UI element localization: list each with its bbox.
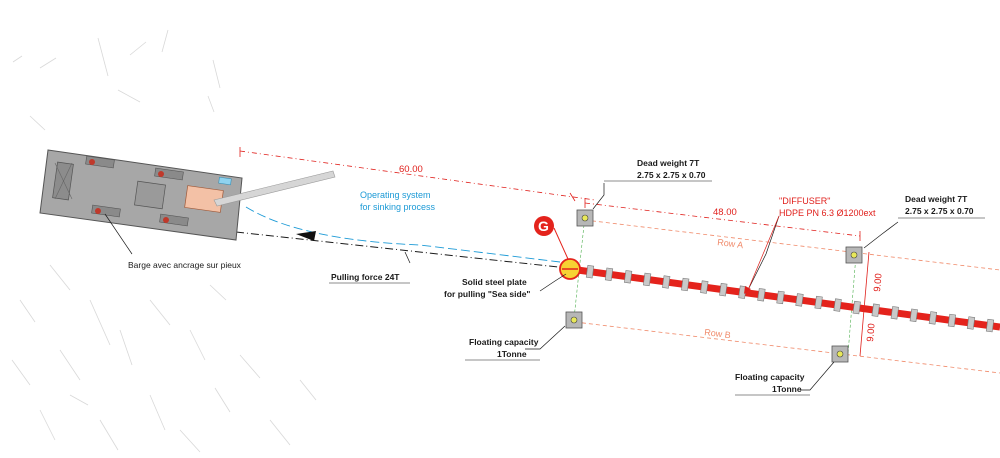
dead-weight-right-label-line2: 2.75 x 2.75 x 0.70 [905, 206, 974, 216]
pipe-collar [604, 267, 614, 281]
pipe-collar [985, 318, 995, 333]
pipe-collar [642, 272, 652, 287]
left-weights-axis [572, 224, 585, 329]
pipe-collar [814, 295, 823, 310]
dimension-48: 48.00 [584, 198, 861, 241]
g-badge-letter: G [538, 218, 549, 234]
steel-plate-marker [559, 258, 581, 280]
pipe-collar [623, 270, 633, 284]
dead-weight-right [845, 246, 863, 264]
row-a-label: Row A [717, 237, 744, 250]
dead-weight-left-label-line1: Dead weight 7T [637, 158, 700, 168]
floating-capacity-right [831, 345, 849, 363]
pipe-collars [585, 265, 995, 333]
floating-left-label-line1: Floating capacity [469, 337, 539, 347]
floating-left-label-line2: 1Tonne [497, 349, 527, 359]
pulling-cable [235, 231, 568, 269]
dimension-60: 60.00 [239, 147, 596, 202]
row-b-label: Row B [704, 327, 732, 340]
pulling-force-label: Pulling force 24T [331, 272, 400, 282]
floating-right-label-line1: Floating capacity [735, 372, 805, 382]
pipe-collar [757, 288, 766, 302]
steel-plate-label-line2: for pulling "Sea side" [444, 289, 530, 299]
pipe-collar [776, 290, 785, 305]
diffuser-leader [747, 215, 780, 291]
floating-capacity-left [565, 311, 583, 329]
pipe-collar [681, 277, 690, 292]
crane-boom [213, 170, 336, 207]
pipe-collar [909, 308, 918, 322]
dead-weight-right-label-line1: Dead weight 7T [905, 194, 968, 204]
pulling-arrow-icon [296, 231, 316, 241]
pipe-collar [795, 293, 804, 307]
row-b-offset-label: 9.00 [865, 323, 878, 342]
pipe-collar [852, 300, 861, 315]
pipe-collar [833, 298, 842, 312]
dead-weight-left-label-line2: 2.75 x 2.75 x 0.70 [637, 170, 706, 180]
pipe-collar [585, 265, 595, 279]
barge [39, 149, 243, 241]
pipe-collar [871, 303, 880, 317]
pipe-collar [700, 280, 709, 294]
diffuser-label-line1: "DIFFUSER" [779, 196, 830, 206]
pipe-collar [966, 316, 976, 330]
leader-lines [104, 183, 899, 391]
diffuser-label-line2: HDPE PN 6.3 Ø1200ext [779, 208, 876, 218]
steel-plate-label-line1: Solid steel plate [462, 277, 527, 287]
diffuser-pipe [569, 265, 1000, 331]
dimension-9-markers: 9.00 9.00 [847, 251, 885, 357]
pipe-collar [719, 283, 728, 297]
g-badge: G [534, 216, 569, 260]
background-sketch [11, 29, 317, 453]
row-a-offset-label: 9.00 [872, 273, 885, 292]
dimension-48-label: 48.00 [713, 207, 737, 218]
pipe-collar [947, 313, 957, 328]
floating-right-label-line2: 1Tonne [772, 384, 802, 394]
pipe-collar [890, 306, 899, 320]
operating-system-label-line1: Operating system [360, 190, 431, 200]
barge-label: Barge avec ancrage sur pieux [128, 260, 242, 270]
dimension-60-label: 60.00 [399, 164, 423, 175]
pipe-collar [662, 275, 671, 289]
operating-system-line [245, 206, 561, 263]
operating-system-label-line2: for sinking process [360, 202, 436, 212]
dead-weight-left [576, 209, 594, 227]
pipe-collar [928, 311, 938, 325]
row-lines [574, 219, 1000, 374]
diffuser-arrow-icon [744, 286, 751, 294]
